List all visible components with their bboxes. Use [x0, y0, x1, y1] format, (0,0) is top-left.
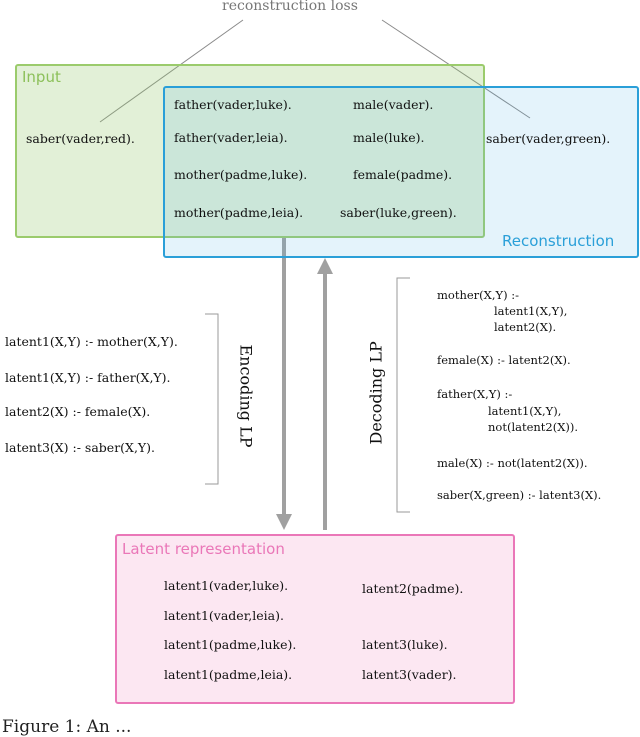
- decoding-rule: male(X) :- not(latent2(X)).: [437, 456, 588, 470]
- encoding-label: Encoding LP: [236, 344, 256, 448]
- reconstruction-loss-label: reconstruction loss: [222, 0, 358, 14]
- decoding-rule: not(latent2(X)).: [488, 420, 579, 434]
- latent-fact: latent1(vader,leia).: [164, 608, 284, 623]
- latent-fact: latent1(vader,luke).: [164, 578, 289, 593]
- decoding-arrow-head: [317, 258, 333, 274]
- decoding-rule: latent1(X,Y),: [488, 404, 562, 418]
- decoding-bracket: [396, 277, 410, 513]
- encoding-rule: latent2(X) :- female(X).: [5, 404, 151, 419]
- shared-fact: father(vader,leia).: [174, 130, 288, 145]
- reconstruction-title: Reconstruction: [502, 232, 615, 250]
- decoding-rule: female(X) :- latent2(X).: [437, 353, 571, 367]
- decoding-rule: saber(X,green) :- latent3(X).: [437, 488, 602, 502]
- loss-line-right: [381, 19, 531, 119]
- shared-fact: mother(padme,luke).: [174, 167, 308, 182]
- input-box: [15, 64, 485, 238]
- decoding-label: Decoding LP: [366, 341, 386, 445]
- input-title: Input: [22, 68, 61, 86]
- input-only-fact: saber(vader,red).: [26, 131, 135, 146]
- decoding-rule: father(X,Y) :-: [437, 387, 513, 401]
- encoding-arrow-head: [276, 514, 292, 530]
- shared-fact: saber(luke,green).: [340, 205, 457, 220]
- encoding-rule: latent1(X,Y) :- father(X,Y).: [5, 370, 171, 385]
- latent-fact: latent1(padme,leia).: [164, 667, 293, 682]
- shared-fact: male(luke).: [353, 130, 425, 145]
- latent-fact: latent2(padme).: [362, 581, 464, 596]
- shared-fact: male(vader).: [353, 97, 434, 112]
- shared-fact: female(padme).: [353, 167, 453, 182]
- reconstruction-box: [163, 86, 639, 258]
- latent-title: Latent representation: [122, 540, 285, 558]
- latent-box: [115, 534, 515, 704]
- shared-fact: father(vader,luke).: [174, 97, 292, 112]
- latent-fact: latent3(luke).: [362, 637, 448, 652]
- encoding-rule: latent3(X) :- saber(X,Y).: [5, 440, 156, 455]
- latent-fact: latent3(vader).: [362, 667, 457, 682]
- decoding-rule: latent1(X,Y),: [494, 304, 568, 318]
- figure-caption: Figure 1: An ...: [2, 717, 132, 737]
- decoding-rule: latent2(X).: [494, 320, 557, 334]
- reconstruction-only-fact: saber(vader,green).: [486, 131, 611, 146]
- loss-line-left: [99, 19, 244, 123]
- decoding-rule: mother(X,Y) :-: [437, 288, 519, 302]
- encoding-bracket: [205, 313, 219, 485]
- encoding-rule: latent1(X,Y) :- mother(X,Y).: [5, 334, 178, 349]
- shared-fact: mother(padme,leia).: [174, 205, 304, 220]
- latent-fact: latent1(padme,luke).: [164, 637, 297, 652]
